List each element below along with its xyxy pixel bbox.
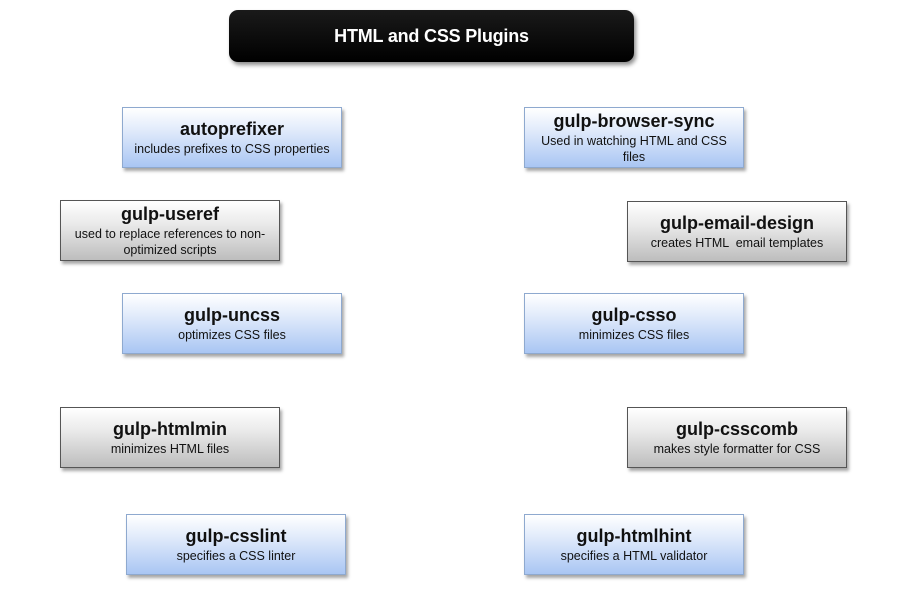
plugin-box-gulp-csslint: gulp-csslint specifies a CSS linter [126,514,346,575]
plugin-box-gulp-htmlhint: gulp-htmlhint specifies a HTML validator [524,514,744,575]
plugin-box-gulp-browser-sync: gulp-browser-sync Used in watching HTML … [524,107,744,168]
plugin-name: gulp-csscomb [675,418,799,439]
plugin-name: gulp-htmlmin [113,418,227,439]
plugin-description: optimizes CSS files [178,327,286,342]
plugin-description: minimizes HTML files [110,441,230,456]
plugin-name: gulp-uncss [183,304,280,325]
plugin-name: gulp-htmlhint [576,525,692,546]
plugin-name: gulp-browser-sync [553,110,715,131]
plugin-box-gulp-uncss: gulp-uncss optimizes CSS files [122,293,342,354]
plugin-description: specifies a CSS linter [176,548,296,563]
plugin-box-autoprefixer: autoprefixer includes prefixes to CSS pr… [122,107,342,168]
plugin-box-gulp-email-design: gulp-email-design creates HTML email tem… [627,201,847,262]
plugin-box-gulp-csso: gulp-csso minimizes CSS files [524,293,744,354]
diagram-title: HTML and CSS Plugins [229,10,634,62]
plugin-description: creates HTML email templates [650,235,824,250]
plugin-box-gulp-htmlmin: gulp-htmlmin minimizes HTML files [60,407,280,468]
plugin-description: minimizes CSS files [578,327,690,342]
plugin-name: gulp-csslint [185,525,287,546]
plugin-description: includes prefixes to CSS properties [134,141,330,156]
plugin-name: gulp-csso [591,304,677,325]
plugin-name: gulp-useref [120,203,219,224]
plugin-box-gulp-csscomb: gulp-csscomb makes style formatter for C… [627,407,847,468]
plugin-description: used to replace references to non-optimi… [74,226,266,257]
plugin-name: autoprefixer [179,118,285,139]
plugin-description: makes style formatter for CSS [653,441,821,456]
plugin-description: specifies a HTML validator [560,548,708,563]
plugin-box-gulp-useref: gulp-useref used to replace references t… [60,200,280,261]
plugin-name: gulp-email-design [659,212,814,233]
plugin-description: Used in watching HTML and CSS files [541,133,727,164]
